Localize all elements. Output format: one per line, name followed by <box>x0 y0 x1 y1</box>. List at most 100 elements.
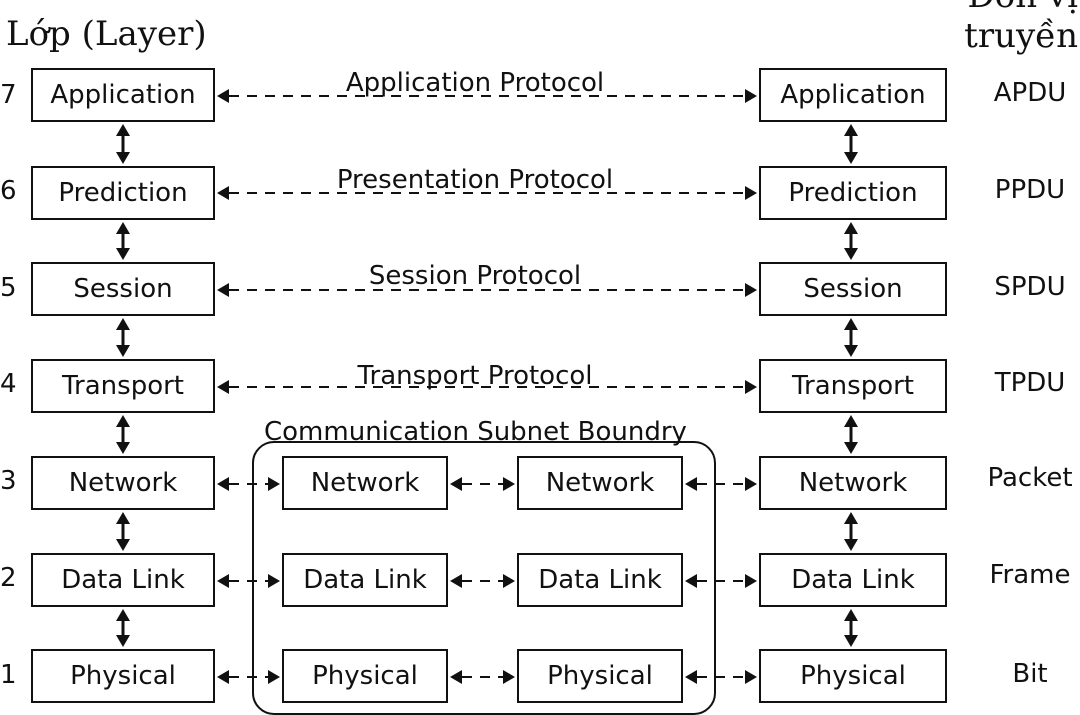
subnet-a-physical-label: Physical <box>312 661 418 691</box>
unit-ppdu: PPDU <box>994 175 1066 205</box>
left-stack-arrow-3-to-2-arrow-down <box>116 539 130 551</box>
left-physical-box: Physical <box>31 649 215 703</box>
left-stack-arrow-3-to-2-arrow-up <box>116 512 130 524</box>
peer-application-protocol-arrow-arrow-right <box>745 89 757 103</box>
subnet-a-network-label: Network <box>310 468 420 498</box>
left-network-label: Network <box>68 468 178 498</box>
subnet-to-right-network-arrow-arrow-right <box>745 477 757 491</box>
subnet-a-network-box: Network <box>282 456 448 510</box>
layer-number-7: 7 <box>0 80 17 110</box>
right-transport-box: Transport <box>759 359 947 413</box>
peer-transport-protocol-arrow-arrow-right <box>745 380 757 394</box>
right-stack-arrow-6-to-5-arrow-up <box>844 222 858 234</box>
left-to-subnet-datalink-arrow-arrow-right <box>268 574 280 588</box>
layer-column-header: Lớp (Layer) <box>6 14 207 54</box>
peer-presentation-protocol-arrow-arrow-right <box>745 186 757 200</box>
subnet-boundary-label: Communication Subnet Boundry <box>264 417 687 447</box>
left-application-box: Application <box>31 68 215 122</box>
subnet-to-right-datalink-arrow-arrow-right <box>745 574 757 588</box>
subnet-a-physical-box: Physical <box>282 649 448 703</box>
subnet-b-physical-label: Physical <box>547 661 653 691</box>
subnet-internal-datalink-arrow-arrow-left <box>450 574 462 588</box>
unit-frame: Frame <box>989 560 1071 590</box>
right-stack-arrow-2-to-1-arrow-down <box>844 635 858 647</box>
right-stack-arrow-5-to-4-arrow-down <box>844 345 858 357</box>
left-network-box: Network <box>31 456 215 510</box>
session-protocol-label: Session Protocol <box>368 261 582 291</box>
right-stack-arrow-3-to-2-arrow-up <box>844 512 858 524</box>
peer-session-protocol-arrow-arrow-right <box>745 283 757 297</box>
left-stack-arrow-7-to-6-arrow-up <box>116 124 130 136</box>
right-network-label: Network <box>798 468 908 498</box>
subnet-boundary <box>252 441 716 715</box>
left-physical-label: Physical <box>70 661 176 691</box>
right-stack-arrow-7-to-6-arrow-down <box>844 152 858 164</box>
subnet-to-right-datalink-arrow-arrow-left <box>685 574 697 588</box>
right-stack-arrow-2-to-1-arrow-up <box>844 609 858 621</box>
subnet-to-right-physical-arrow-arrow-left <box>685 670 697 684</box>
left-stack-arrow-7-to-6-arrow-down <box>116 152 130 164</box>
presentation-protocol-label: Presentation Protocol <box>336 165 614 195</box>
left-presentation-box: Prediction <box>31 166 215 220</box>
layer-number-3: 3 <box>0 466 17 496</box>
unit-column-header-line1: Đơn vị <box>967 0 1078 16</box>
left-session-label: Session <box>73 274 173 304</box>
layer-number-6: 6 <box>0 176 17 206</box>
subnet-b-physical-box: Physical <box>517 649 683 703</box>
right-physical-label: Physical <box>800 661 906 691</box>
left-to-subnet-physical-arrow-arrow-left <box>217 670 229 684</box>
application-protocol-label: Application Protocol <box>345 68 605 98</box>
unit-spdu: SPDU <box>994 272 1066 302</box>
right-transport-label: Transport <box>791 371 914 401</box>
right-presentation-label: Prediction <box>788 178 918 208</box>
left-stack-arrow-2-to-1-arrow-down <box>116 635 130 647</box>
right-session-box: Session <box>759 262 947 316</box>
left-datalink-label: Data Link <box>61 565 185 595</box>
left-to-subnet-network-arrow-arrow-left <box>217 477 229 491</box>
right-application-box: Application <box>759 68 947 122</box>
right-stack-arrow-4-to-3-arrow-down <box>844 442 858 454</box>
unit-bit: Bit <box>1012 659 1048 689</box>
left-stack-arrow-4-to-3-arrow-down <box>116 442 130 454</box>
subnet-internal-datalink-arrow-arrow-right <box>503 574 515 588</box>
subnet-b-datalink-label: Data Link <box>538 565 662 595</box>
right-physical-box: Physical <box>759 649 947 703</box>
layer-number-4: 4 <box>0 369 17 399</box>
peer-transport-protocol-arrow-arrow-left <box>217 380 229 394</box>
left-stack-arrow-2-to-1-arrow-up <box>116 609 130 621</box>
right-stack-arrow-4-to-3-arrow-up <box>844 415 858 427</box>
peer-application-protocol-arrow-arrow-left <box>217 89 229 103</box>
right-network-box: Network <box>759 456 947 510</box>
layer-number-5: 5 <box>0 273 17 303</box>
left-to-subnet-network-arrow-arrow-right <box>268 477 280 491</box>
subnet-b-datalink-box: Data Link <box>517 553 683 607</box>
left-presentation-label: Prediction <box>58 178 188 208</box>
left-transport-label: Transport <box>61 371 184 401</box>
peer-session-protocol-arrow-arrow-left <box>217 283 229 297</box>
subnet-internal-network-arrow-arrow-left <box>450 477 462 491</box>
left-stack-arrow-5-to-4-arrow-up <box>116 318 130 330</box>
layer-number-1: 1 <box>0 660 17 690</box>
right-application-label: Application <box>780 80 926 110</box>
left-datalink-box: Data Link <box>31 553 215 607</box>
left-stack-arrow-5-to-4-arrow-down <box>116 345 130 357</box>
left-stack-arrow-4-to-3-arrow-up <box>116 415 130 427</box>
left-application-label: Application <box>50 80 196 110</box>
left-to-subnet-datalink-arrow-arrow-left <box>217 574 229 588</box>
subnet-to-right-physical-arrow-arrow-right <box>745 670 757 684</box>
right-datalink-box: Data Link <box>759 553 947 607</box>
left-session-box: Session <box>31 262 215 316</box>
right-stack-arrow-7-to-6-arrow-up <box>844 124 858 136</box>
left-to-subnet-physical-arrow-arrow-right <box>268 670 280 684</box>
subnet-a-datalink-label: Data Link <box>303 565 427 595</box>
left-stack-arrow-6-to-5-arrow-up <box>116 222 130 234</box>
left-stack-arrow-6-to-5-arrow-down <box>116 248 130 260</box>
peer-presentation-protocol-arrow-arrow-left <box>217 186 229 200</box>
right-datalink-label: Data Link <box>791 565 915 595</box>
unit-apdu: APDU <box>993 78 1067 108</box>
right-session-label: Session <box>803 274 903 304</box>
subnet-internal-physical-arrow-arrow-left <box>450 670 462 684</box>
subnet-internal-physical-arrow-arrow-right <box>503 670 515 684</box>
transport-protocol-label: Transport Protocol <box>357 361 593 391</box>
